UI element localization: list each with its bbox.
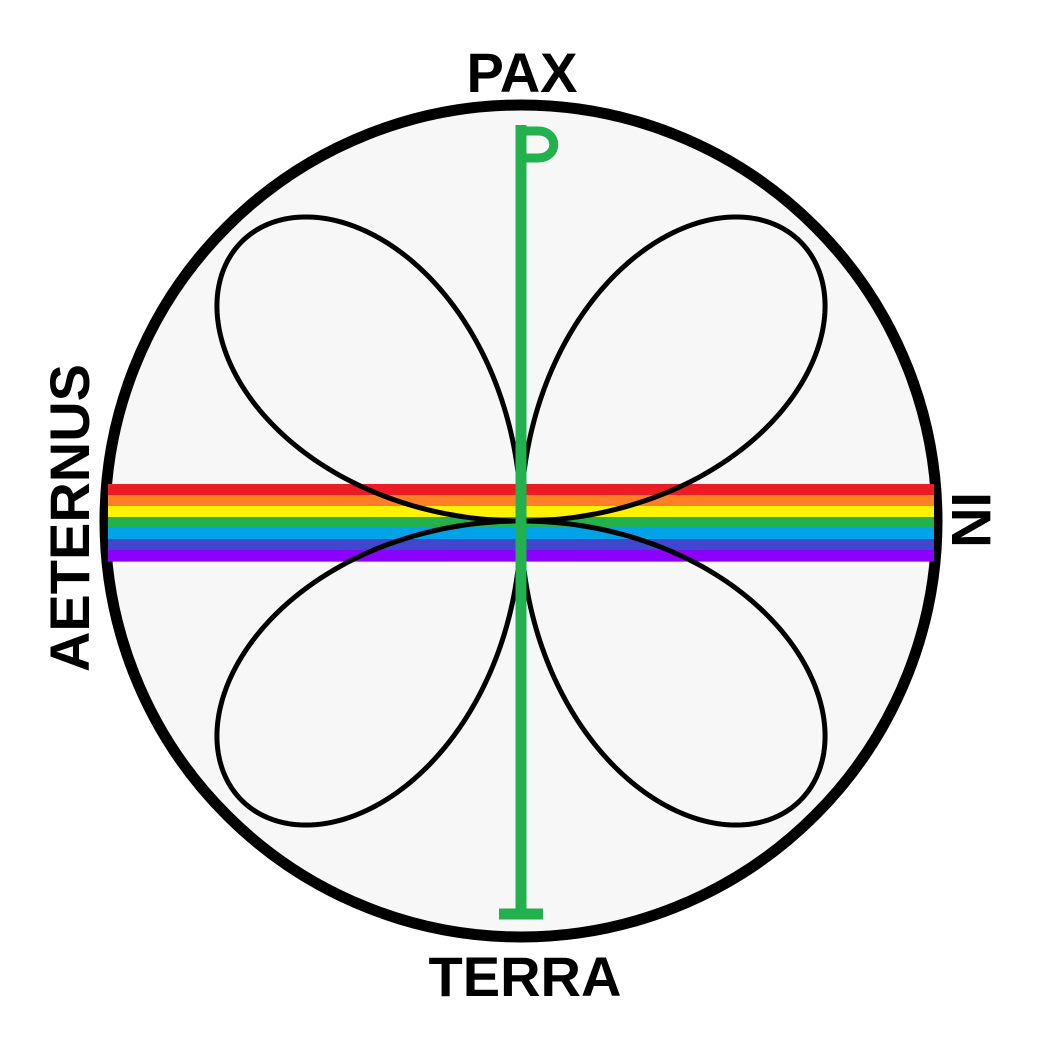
staff-loop xyxy=(521,126,559,163)
four-petal-rose-icon xyxy=(214,214,828,828)
chi-rho-staff-icon xyxy=(499,125,559,920)
label-bottom: TERRA xyxy=(429,945,622,1008)
label-top: PAX xyxy=(467,41,578,104)
label-left: AETERNUS xyxy=(38,364,101,672)
label-right: IN xyxy=(940,492,1003,548)
